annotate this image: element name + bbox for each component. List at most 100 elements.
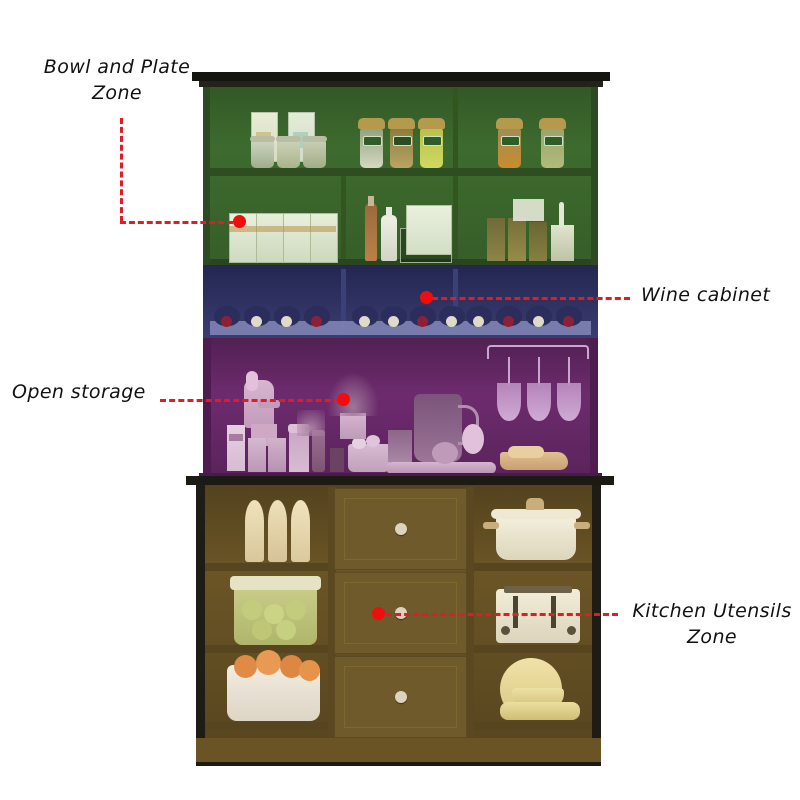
wine-glass-bowl (497, 383, 521, 421)
spice-canister-lid (358, 118, 385, 129)
storage-bin-lid (230, 576, 321, 590)
glass-bottle-neck (368, 196, 374, 206)
wine-rack-base (210, 321, 591, 335)
stand-mixer-arm (258, 400, 280, 408)
spice-canister-lid (539, 118, 566, 129)
wine-bottle-cap (533, 316, 544, 327)
bread-loaf (508, 446, 544, 458)
drawer-top-knob[interactable] (395, 523, 407, 535)
wine-glass-bowl (557, 383, 581, 421)
milk-bottle (381, 215, 397, 261)
melon (432, 442, 458, 464)
hutch-left-frame (203, 85, 210, 265)
lower-column-divider-left (328, 487, 336, 763)
wine-bottle-cap (503, 316, 514, 327)
wine-bottle-cap (251, 316, 262, 327)
milk-carton-label (229, 434, 243, 441)
wine-bottle-cap (446, 316, 457, 327)
drawer-bottom-knob[interactable] (395, 691, 407, 703)
milk-bottle-neck (386, 207, 392, 217)
leader-line-open-storage (160, 399, 340, 402)
stock-pot-handle-left (483, 522, 499, 529)
drawer-top-panel (344, 498, 457, 560)
lower-right-shelf-1 (474, 563, 592, 571)
produce-glass (388, 430, 412, 462)
spice-canister-label (544, 136, 563, 146)
glass-jar (277, 140, 300, 168)
spice-canister (541, 128, 564, 168)
spice-canister-lid (388, 118, 415, 129)
marker-dot-kitchen-utensils (372, 607, 385, 620)
spice-canister (420, 128, 443, 168)
stock-pot-knob (526, 498, 544, 510)
green-mid-divider-1 (341, 176, 346, 262)
orange (234, 655, 257, 678)
wine-bottle (245, 500, 264, 562)
toaster-slot (504, 586, 572, 593)
hutch-right-frame (591, 85, 598, 265)
leader-line-bowl-plate-horizontal (120, 221, 242, 224)
stemware-rack (487, 345, 589, 359)
potted-lavender-pot (340, 413, 366, 439)
lower-cabinet-right-post (592, 485, 601, 765)
glass-jar (303, 140, 326, 168)
wine-bottle (291, 500, 310, 562)
stacked-platter (500, 702, 580, 720)
label-open-storage: Open storage (12, 381, 146, 403)
tin-can (529, 222, 547, 261)
drawer-bottom-panel (344, 666, 457, 728)
glass-jar-lid (250, 136, 275, 142)
wine-bottle-cap (281, 316, 292, 327)
cabinet-base-plinth (196, 738, 601, 766)
lower-column-divider-right (466, 487, 474, 763)
wine-bottle-cap (563, 316, 574, 327)
pasta-jar (289, 432, 309, 472)
wine-glass-stem (538, 357, 540, 385)
wooden-spoon (559, 202, 564, 228)
lower-left-shelf-2 (205, 645, 328, 653)
cabinet-base-shadow (196, 762, 601, 766)
lower-left-shelf-3 (205, 722, 328, 730)
glass-jar (251, 140, 274, 168)
wine-rack-divider-1 (341, 269, 346, 329)
open-storage-left-frame (203, 338, 211, 480)
orange (280, 655, 303, 678)
toaster-dial (567, 626, 576, 635)
spice-canister (360, 128, 383, 168)
glass-bottle (365, 203, 377, 261)
plate-on-tray (462, 424, 484, 454)
orange (299, 660, 320, 681)
stone-box-band (229, 226, 336, 232)
lower-right-shelf-3 (474, 722, 592, 730)
glass-jar-lid (302, 136, 327, 142)
wine-bottle-cap (473, 316, 484, 327)
wine-bottle-cap (417, 316, 428, 327)
wine-bottle-cap (221, 316, 232, 327)
spice-canister-lid (418, 118, 445, 129)
spice-canister (390, 128, 413, 168)
lime (276, 620, 296, 640)
green-mid-divider-2 (453, 176, 458, 262)
toaster-body (496, 589, 580, 643)
marker-dot-bowl-plate (233, 215, 246, 228)
lime (252, 620, 272, 640)
wine-glass-bowl (527, 383, 551, 421)
wine-bottle-cap (388, 316, 399, 327)
egg (352, 437, 366, 449)
carton-box (406, 205, 452, 255)
paper-packet (513, 199, 544, 221)
stone-box (283, 213, 311, 263)
canister (248, 438, 266, 472)
wine-bottle (268, 500, 287, 562)
utensil-crock (551, 225, 574, 261)
spice-canister-label (363, 136, 382, 146)
wine-bottle-cap (359, 316, 370, 327)
egg-basket (348, 444, 390, 472)
wine-glass-stem (508, 357, 510, 385)
lime (264, 604, 284, 624)
pepper-mill (312, 430, 325, 472)
milk-carton (227, 425, 245, 471)
wine-bottle-cap (311, 316, 322, 327)
crown-molding (192, 72, 610, 81)
